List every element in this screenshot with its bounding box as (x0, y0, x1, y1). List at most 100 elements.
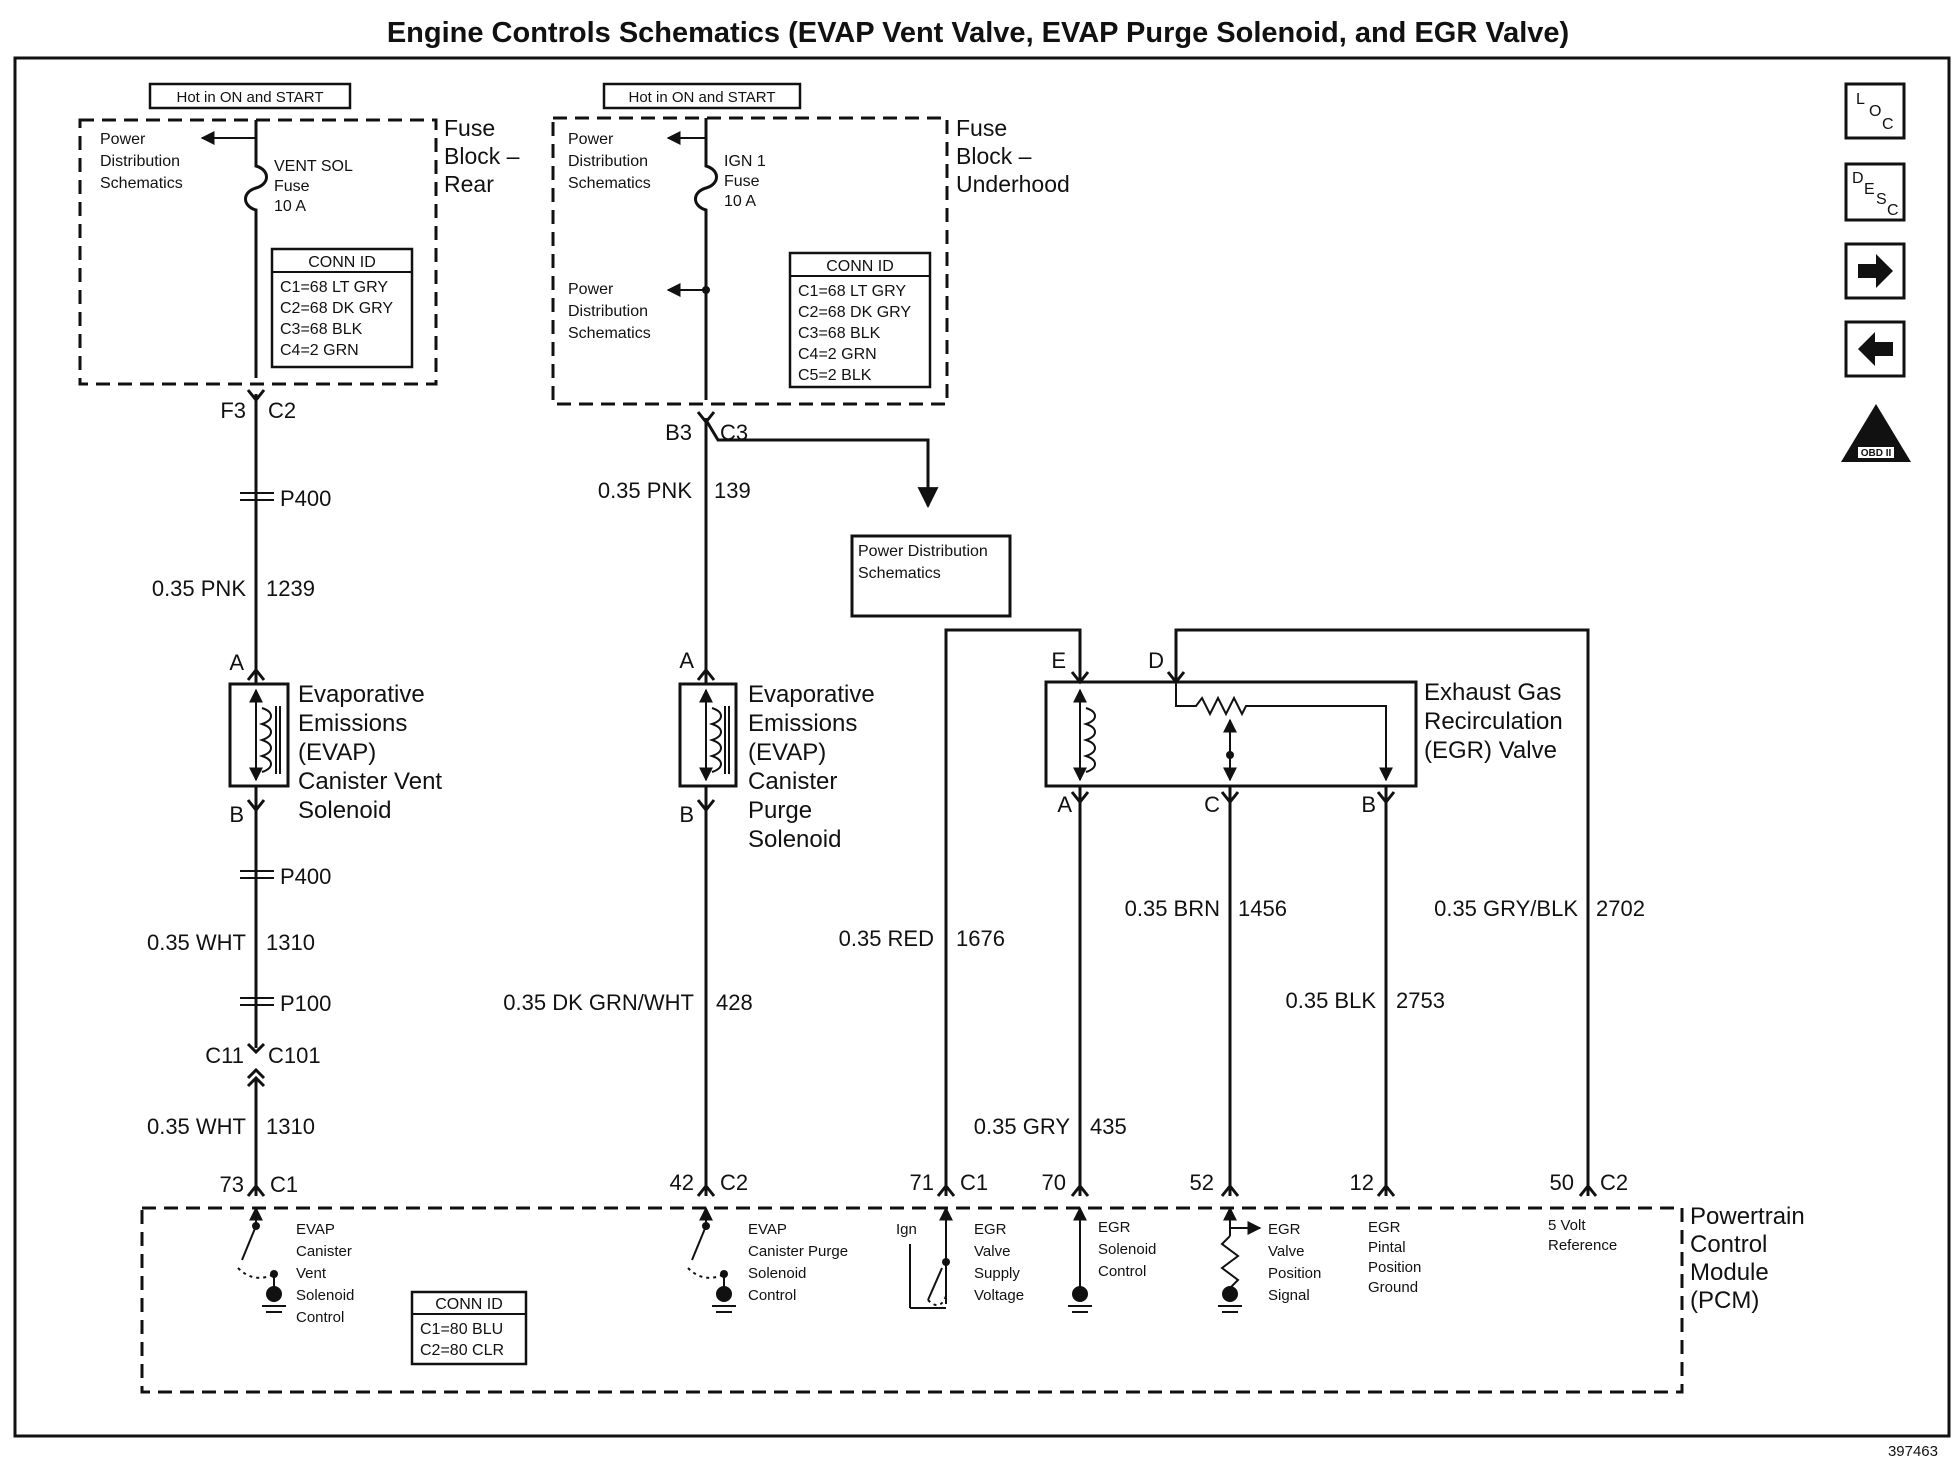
egr-conn71: C1 (960, 1170, 988, 1195)
ground-icon (1222, 1286, 1238, 1302)
conn-row-underhood-1: C1=68 LT GRY (798, 283, 906, 300)
ign-label: Ign (896, 1221, 917, 1238)
loc-letter-1: L (1856, 91, 1865, 108)
egr-gry-size: 0.35 GRY (974, 1114, 1071, 1139)
egr-position-signal (1218, 1206, 1262, 1313)
ground-icon (266, 1286, 282, 1302)
conn-row-underhood-3: C3=68 BLK (798, 325, 881, 342)
prev-button[interactable] (1844, 320, 1906, 378)
egr-supply-switch: Ign (896, 1206, 953, 1309)
power-dist-box-2: Schematics (858, 565, 941, 582)
fuse-block-rear-label-2: Block – (444, 143, 520, 169)
vent-pin-a: A (229, 650, 244, 675)
vent-component-3: (EVAP) (298, 739, 376, 766)
conn-row-underhood-4: C4=2 GRN (798, 346, 877, 363)
vent-ctrl-5: Control (296, 1309, 344, 1326)
vent-splice-p400-top (240, 492, 274, 501)
arrow-right-icon (1858, 254, 1893, 288)
vent-ctrl-2: Canister (296, 1243, 352, 1260)
egr-pin-c: C (1204, 792, 1220, 817)
egr-component-1: Exhaust Gas (1424, 679, 1561, 706)
purge-component-2: Emissions (748, 710, 857, 737)
purge-pcm-pin: 42 (670, 1170, 694, 1195)
power-dist-box: Power Distribution Schematics (850, 534, 1012, 618)
sol-ctrl-3: Control (1098, 1263, 1146, 1280)
purge-solenoid-body (678, 682, 738, 788)
desc-letter-1: D (1852, 170, 1864, 187)
vent-solenoid-body (228, 682, 290, 788)
desc-letter-4: C (1887, 202, 1899, 219)
egr-pin-b: B (1361, 792, 1376, 817)
vent-component-2: Emissions (298, 710, 407, 737)
supply-2: Valve (974, 1243, 1010, 1260)
vent-component-5: Solenoid (298, 797, 391, 824)
purge-component-6: Solenoid (748, 826, 841, 853)
purge-ctrl-3: Solenoid (748, 1265, 806, 1282)
fuse-block-underhood-label-2: Block – (956, 143, 1032, 169)
vent-pin-b: B (229, 802, 244, 827)
vent-wire2-size: 0.35 WHT (147, 930, 246, 955)
power-dist-rear-3: Schematics (100, 175, 183, 192)
power-dist-underhood-mid-1: Power (568, 281, 614, 298)
purge-pcm-conn: C2 (720, 1170, 748, 1195)
desc-button[interactable]: D E S C (1844, 162, 1906, 222)
egr-pin-a: A (1057, 792, 1072, 817)
vent-circuit: F3 C2 P400 0.35 PNK 1239 A Evaporative E… (147, 120, 442, 1197)
vent-control-switch (237, 1206, 286, 1313)
purge-pin-b: B (679, 802, 694, 827)
purge-component-1: Evaporative (748, 681, 875, 708)
power-dist-underhood-top-1: Power (568, 131, 614, 148)
fuse-label-rear-1: VENT SOL (274, 158, 353, 175)
loc-button[interactable]: L O C (1844, 82, 1906, 140)
ref5v-1: 5 Volt (1548, 1217, 1586, 1234)
next-button[interactable] (1844, 242, 1906, 300)
pintle-gnd-2: Pintal (1368, 1239, 1406, 1256)
pos-signal-4: Signal (1268, 1287, 1310, 1304)
pcm-label-1: Powertrain (1690, 1203, 1805, 1230)
fuse-label-underhood-3: 10 A (724, 193, 756, 210)
vent-splice-p400-bottom (240, 870, 274, 879)
egr-grybk-size: 0.35 GRY/BLK (1434, 896, 1578, 921)
egr-grybk-circuit: 2702 (1596, 896, 1645, 921)
supply-1: EGR (974, 1221, 1007, 1238)
power-dist-rear-2: Distribution (100, 153, 180, 170)
purge-ctrl-2: Canister Purge (748, 1243, 848, 1260)
ground-icon (716, 1286, 732, 1302)
sol-ctrl-2: Solenoid (1098, 1241, 1156, 1258)
purge-control-switch (687, 1206, 736, 1313)
purge-circuit: B3 C3 0.35 PNK 139 A Evaporative Emissio… (503, 118, 939, 1197)
vent-splice-p100 (240, 997, 274, 1006)
conn-id-title-pcm: CONN ID (435, 1296, 503, 1313)
egr-component-2: Recirculation (1424, 708, 1563, 735)
fuse-block-underhood-label-1: Fuse (956, 115, 1007, 141)
vent-wire3-size: 0.35 WHT (147, 1114, 246, 1139)
vent-splice3: P100 (280, 991, 331, 1016)
pcm-module: Powertrain Control Module (PCM) EVAP Can… (140, 1203, 1805, 1394)
egr-blk-circuit: 2753 (1396, 988, 1445, 1013)
fuse-label-underhood-2: Fuse (724, 173, 760, 190)
egr-blk-size: 0.35 BLK (1285, 988, 1376, 1013)
conn-row-underhood-2: C2=68 DK GRY (798, 304, 911, 321)
sol-ctrl-1: EGR (1098, 1219, 1131, 1236)
vent-ctrl-3: Vent (296, 1265, 327, 1282)
power-dist-underhood-top-3: Schematics (568, 175, 651, 192)
loc-letter-3: C (1882, 116, 1894, 133)
pos-signal-3: Position (1268, 1265, 1321, 1282)
pcm-label-2: Control (1690, 1231, 1767, 1258)
vent-ctrl-4: Solenoid (296, 1287, 354, 1304)
pintle-gnd-3: Position (1368, 1259, 1421, 1276)
vent-wire1-circuit: 1239 (266, 576, 315, 601)
purge-wire1-circuit: 139 (714, 478, 751, 503)
power-dist-underhood-mid-2: Distribution (568, 303, 648, 320)
egr-brn-circuit: 1456 (1238, 896, 1287, 921)
obd-ii-badge[interactable]: OBD II (1841, 404, 1911, 462)
egr-pin-e: E (1051, 648, 1066, 673)
conn-row-pcm-2: C2=80 CLR (420, 1342, 504, 1359)
fuse-block-rear: Hot in ON and START Fuse Block – Rear Po… (78, 82, 520, 386)
vent-conn-mid-left: C11 (205, 1043, 244, 1068)
loc-letter-2: O (1869, 103, 1881, 120)
purge-wire2-circuit: 428 (716, 990, 753, 1015)
diagram-frame (13, 56, 1951, 1438)
conn-row-rear-4: C4=2 GRN (280, 342, 359, 359)
